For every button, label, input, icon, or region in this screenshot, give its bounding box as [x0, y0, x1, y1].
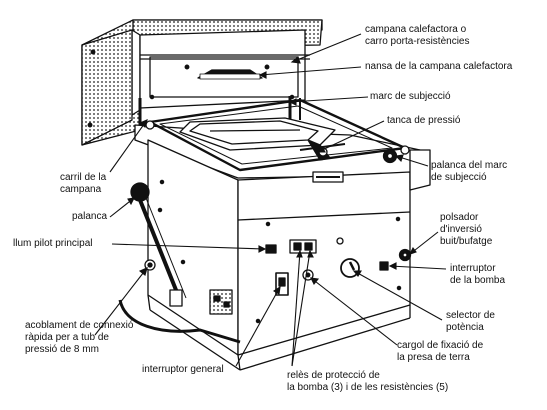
- side-lever: [130, 182, 187, 307]
- leader-tanca: [317, 120, 385, 153]
- leader-acoblament: [94, 267, 148, 336]
- leader-cargol: [310, 277, 398, 346]
- label-selector: selector de potència: [446, 310, 495, 333]
- machine-body: [134, 124, 431, 371]
- arrow-selector: [352, 270, 362, 277]
- label-palanca-marc: palanca del marc de subjecció: [431, 160, 508, 183]
- leader-reles-a: [291, 250, 301, 367]
- arrow-reles-a: [296, 249, 303, 258]
- frame-lever: [382, 148, 398, 164]
- leader-llum: [111, 243, 266, 250]
- label-tanca: tanca de pressió: [387, 115, 461, 126]
- arrow-cargol: [310, 277, 320, 286]
- leader-nansa: [259, 66, 362, 76]
- arrow-palanca: [127, 197, 135, 206]
- label-cargol: cargol de fixació de la presa de terra: [397, 340, 484, 363]
- leader-interruptor-general: [235, 286, 281, 367]
- label-campana: campana calefactora o carro porta-resist…: [365, 24, 470, 47]
- leader-lines: [94, 33, 447, 367]
- arrow-interruptor-general: [272, 285, 281, 295]
- label-llum: llum pilot principal: [13, 238, 93, 249]
- label-polsador: polsador d'inversió buit/bufatge: [440, 212, 493, 247]
- arrow-polsador: [408, 246, 417, 255]
- arrow-reles-b: [307, 249, 314, 258]
- arrow-campana: [290, 56, 301, 64]
- arrow-palanca-marc: [394, 154, 404, 163]
- pilot-light: [265, 244, 277, 254]
- label-nansa: nansa de la campana calefactora: [365, 61, 513, 72]
- leader-interruptor-bomba: [389, 265, 447, 270]
- arrow-marc: [288, 98, 297, 106]
- arrow-interruptor-bomba: [388, 262, 397, 270]
- label-palanca: palanca: [72, 211, 108, 222]
- indicator: [336, 237, 344, 245]
- arrow-llum: [258, 245, 267, 253]
- label-interruptor-bomba: interruptor de la bomba: [450, 263, 506, 286]
- pump-switch: [379, 261, 389, 271]
- label-carril: carril de la campana: [60, 172, 107, 195]
- arrow-carril: [138, 119, 148, 128]
- badge: [312, 171, 344, 183]
- leader-carril: [109, 119, 148, 173]
- leader-campana: [291, 33, 362, 63]
- leader-marc: [289, 96, 369, 103]
- label-reles: relès de protecció de la bomba (3) i de …: [287, 370, 449, 393]
- label-interruptor-general: interruptor general: [142, 364, 224, 375]
- label-marc: marc de subjecció: [370, 91, 451, 102]
- hood-handle: [197, 69, 263, 80]
- rear-connector: [209, 289, 233, 315]
- arrow-acoblament: [138, 267, 148, 276]
- relay-block: [289, 239, 317, 254]
- vent-button: [398, 248, 412, 262]
- leader-reles-b: [291, 250, 311, 367]
- arrow-nansa: [258, 71, 267, 79]
- label-acoblament: acoblament de connexió ràpida per a tub …: [25, 320, 134, 355]
- arrow-tanca: [316, 146, 326, 153]
- forming-tank: [179, 117, 336, 151]
- leader-selector: [353, 270, 443, 321]
